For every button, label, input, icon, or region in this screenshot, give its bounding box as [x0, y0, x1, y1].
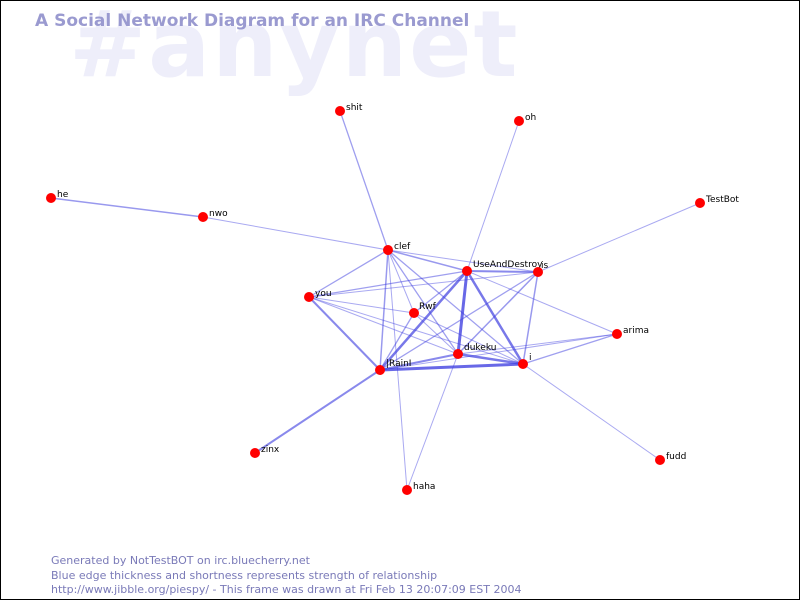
node-he: he — [46, 190, 69, 203]
edge-you-i — [308, 296, 524, 365]
edge-UseAndDestroy-JRainI — [378, 269, 469, 372]
edge-Rwf-i — [413, 312, 524, 365]
node-label: arima — [623, 326, 649, 336]
node-label: haha — [413, 482, 435, 492]
edge-UseAndDestroy-i — [465, 269, 525, 366]
edge-clef-dukeku — [387, 249, 459, 355]
edge-JRainI-arima — [379, 333, 618, 371]
edge-clef-you — [308, 249, 389, 298]
node-TestBot: TestBot — [695, 195, 739, 208]
node-label: UseAndDestroy — [473, 260, 543, 270]
edge-shit-clef — [339, 110, 389, 251]
edge-nwo-clef — [202, 216, 389, 251]
channel-watermark: #anynet — [69, 0, 520, 98]
node-arima: arima — [612, 326, 649, 339]
edge-JRainI-zinx — [254, 369, 381, 454]
diagram-title: A Social Network Diagram for an IRC Chan… — [35, 11, 470, 31]
edge-you-JRainI — [308, 296, 381, 371]
edge-Rwf-JRainI — [379, 312, 415, 371]
node-dot — [383, 245, 393, 255]
footer-legend-line: Blue edge thickness and shortness repres… — [51, 568, 438, 582]
node-label: Rwf — [419, 302, 437, 312]
footer-generated-line: Generated by NotTestBOT on irc.bluecherr… — [51, 554, 310, 567]
node-clef: clef — [383, 242, 411, 255]
node-dot — [409, 308, 419, 318]
edge-TestBot-is — [537, 202, 701, 273]
edge-oh-UseAndDestroy — [466, 120, 520, 272]
node-dot — [304, 292, 314, 302]
node-label: |RainI — [386, 359, 411, 369]
edge-clef-i — [387, 249, 524, 365]
node-label: shit — [346, 103, 363, 113]
node-label: dukeku — [464, 343, 496, 353]
node-label: fudd — [666, 452, 686, 462]
footer-notes: Generated by NotTestBOT on irc.bluecherr… — [51, 554, 521, 598]
edge-dukeku-arima — [457, 333, 618, 355]
edge-Rwf-dukeku — [413, 312, 459, 355]
node-dukeku: dukeku — [453, 343, 496, 359]
edge-clef-JRainI — [379, 249, 389, 371]
node-fudd: fudd — [655, 452, 686, 465]
node-dot — [655, 455, 665, 465]
node-label: oh — [525, 113, 536, 123]
node-label: zinx — [261, 445, 280, 455]
node-label: TestBot — [705, 195, 739, 205]
edge-i-arima — [522, 333, 618, 365]
node-shit: shit — [335, 103, 363, 116]
node-dot — [250, 448, 260, 458]
edge-dukeku-i — [456, 352, 525, 366]
footer-timestamp-line: http://www.jibble.org/piespy/ - This fra… — [51, 583, 522, 596]
edge-UseAndDestroy-arima — [466, 270, 618, 335]
edge-you-dukeku — [308, 296, 459, 355]
node-dot — [453, 349, 463, 359]
edge-you-Rwf — [308, 296, 415, 314]
node-is: is — [533, 261, 549, 277]
node-dot — [335, 106, 345, 116]
node-label: he — [57, 190, 69, 200]
node-dot — [462, 266, 472, 276]
edge-UseAndDestroy-you — [308, 270, 468, 298]
node-UseAndDestroy: UseAndDestroy — [462, 260, 543, 276]
node-you: you — [304, 289, 332, 302]
edge-dukeku-haha — [406, 353, 459, 491]
node-nwo: nwo — [198, 209, 228, 222]
node-label: nwo — [209, 209, 228, 219]
node-dot — [46, 193, 56, 203]
node-dot — [514, 116, 524, 126]
node-dot — [695, 198, 705, 208]
node-label: i — [529, 353, 532, 363]
node-JRainI: |RainI — [375, 359, 411, 375]
node-zinx: zinx — [250, 445, 280, 458]
node-dot — [533, 267, 543, 277]
node-label: clef — [394, 242, 411, 252]
node-dot — [612, 329, 622, 339]
node-dot — [402, 485, 412, 495]
edge-is-you — [308, 271, 539, 298]
node-label: is — [541, 261, 549, 271]
edge-is-JRainI — [379, 271, 539, 371]
node-dot — [375, 365, 385, 375]
edge-i-fudd — [522, 363, 661, 461]
edge-UseAndDestroy-Rwf — [413, 270, 468, 314]
edge-clef-UseAndDestroy — [387, 249, 468, 272]
edge-dukeku-JRainI — [379, 353, 459, 371]
node-oh: oh — [514, 113, 536, 126]
node-dot — [198, 212, 208, 222]
node-Rwf: Rwf — [409, 302, 437, 318]
edge-UseAndDestroy-is — [466, 270, 539, 273]
edge-is-dukeku — [457, 271, 539, 355]
edge-i-JRainI — [378, 362, 525, 372]
edge-he-nwo — [50, 197, 204, 218]
node-i: i — [518, 353, 532, 369]
edge-clef-is — [387, 249, 539, 273]
node-label: you — [315, 289, 332, 299]
edge-UseAndDestroy-dukeku — [456, 269, 469, 356]
node-dot — [518, 359, 528, 369]
edges-group — [50, 110, 701, 491]
edge-is-i — [522, 271, 539, 365]
node-haha: haha — [402, 482, 435, 495]
